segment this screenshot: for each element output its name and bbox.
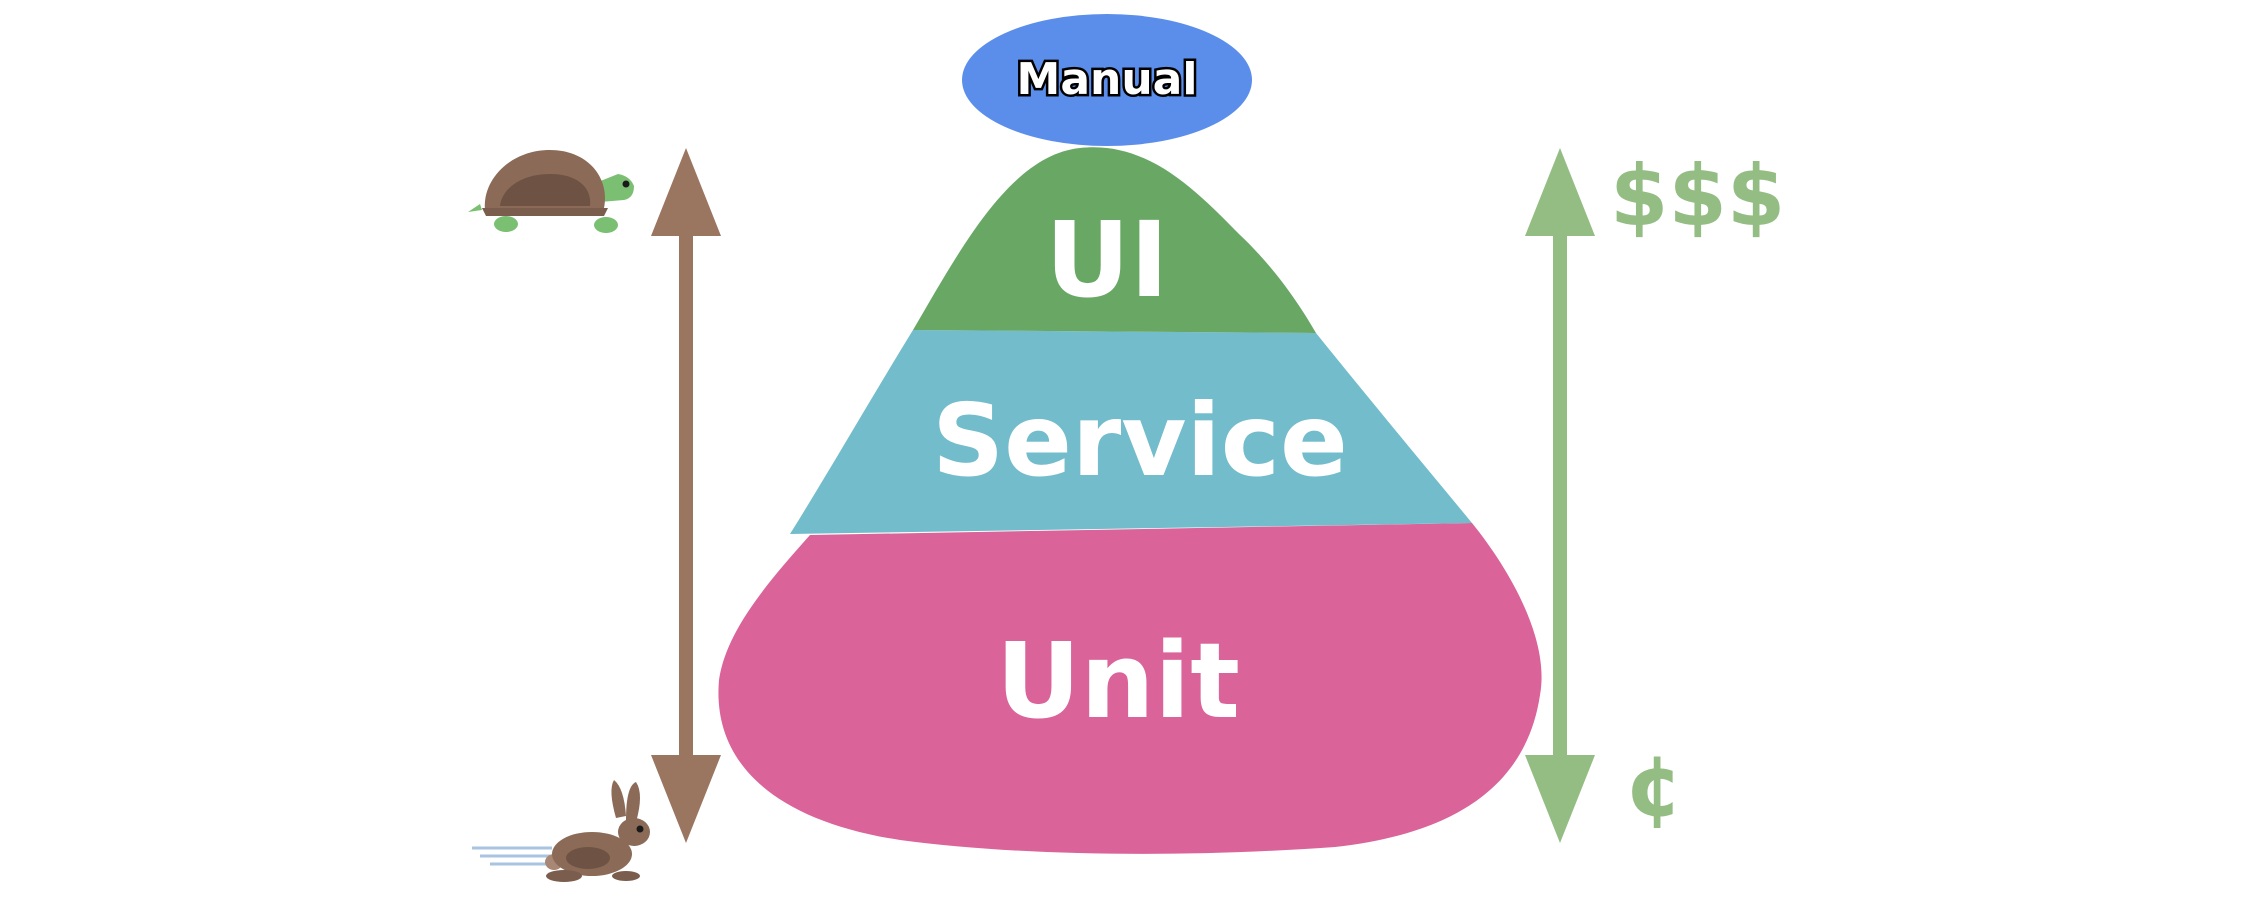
speed-arrow [651,148,721,843]
unit-layer [718,523,1542,854]
rabbit-icon [472,780,650,882]
service-layer [790,330,1472,534]
cost-arrow [1525,148,1595,843]
ui-label: UI [1045,199,1168,321]
cost-high-label: $$$ [1610,147,1785,245]
manual-label: Manual [1017,54,1198,105]
cost-low-label: ¢ [1625,737,1683,835]
ui-layer [913,147,1316,333]
unit-label: Unit [996,620,1240,742]
turtle-icon [468,150,634,233]
service-label: Service [932,382,1348,499]
manual-layer [962,14,1252,146]
